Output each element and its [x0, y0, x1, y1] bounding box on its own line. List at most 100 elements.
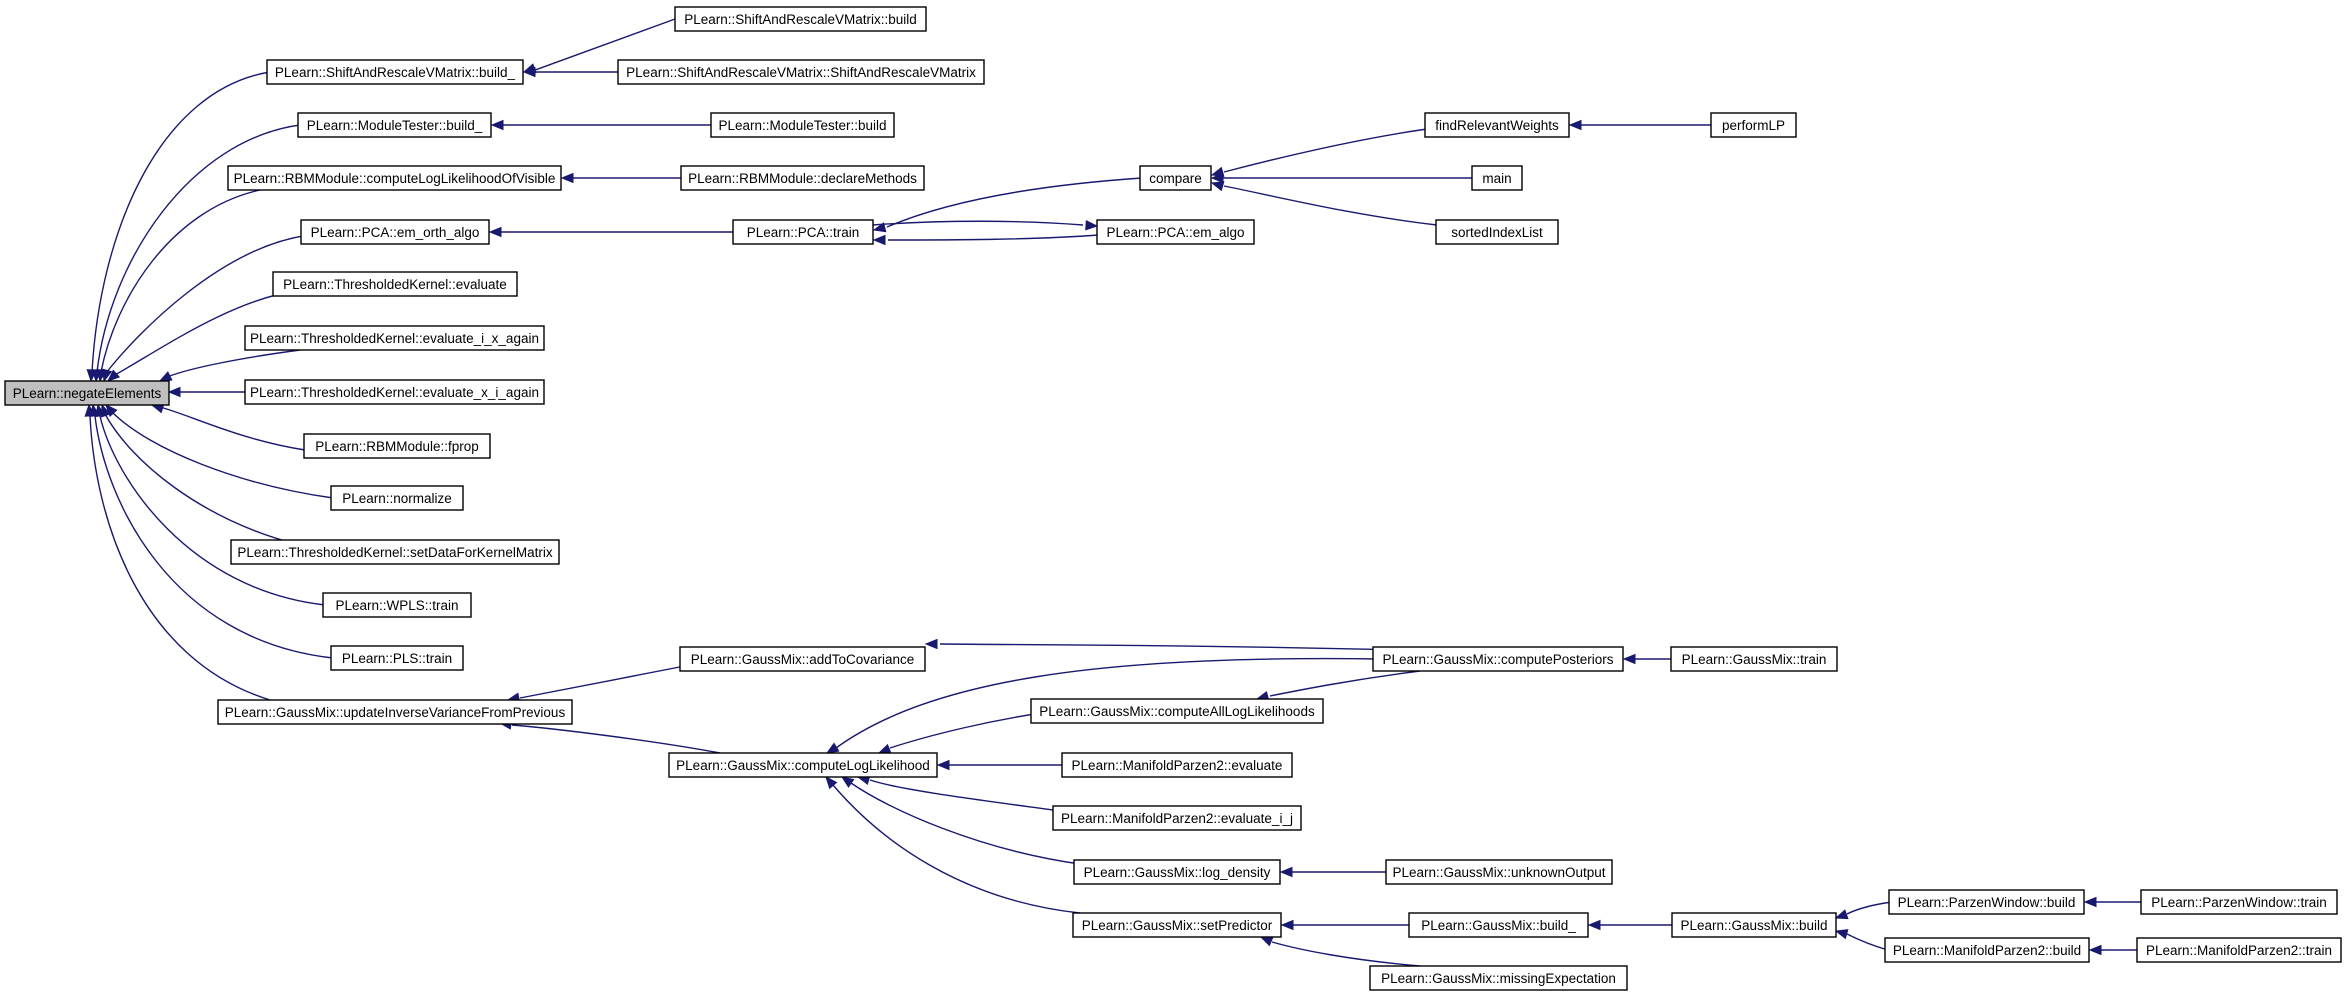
node-gm_comppost[interactable]: PLearn::GaussMix::computePosteriors — [1372, 646, 1624, 672]
edge-line — [511, 724, 721, 754]
edge-line — [94, 415, 334, 659]
node-mp2_build[interactable]: PLearn::ManifoldParzen2::build — [1884, 937, 2090, 963]
node-mt_build_[interactable]: PLearn::ModuleTester::build_ — [297, 112, 492, 138]
edge-line — [835, 657, 1381, 749]
node-label: PLearn::GaussMix::build_ — [1421, 918, 1576, 933]
edge-pca_emortho-to-negateElements — [102, 235, 304, 383]
node-pca_emortho[interactable]: PLearn::PCA::em_orth_algo — [300, 219, 490, 245]
node-label: PLearn::ThresholdedKernel::evaluate_x_i_… — [250, 385, 539, 400]
node-mp2_eval[interactable]: PLearn::ManifoldParzen2::evaluate — [1061, 752, 1293, 778]
node-normalize[interactable]: PLearn::normalize — [330, 485, 464, 511]
edge-arrowhead — [936, 759, 950, 771]
edge-arrowhead — [1834, 909, 1849, 920]
edge-gm_comppost-to-gm_addcov — [924, 638, 1401, 651]
node-label: PLearn::GaussMix::setPredictor — [1082, 918, 1273, 933]
node-label: PLearn::ParzenWindow::train — [2151, 895, 2327, 910]
edge-arrowhead — [1568, 119, 1582, 131]
node-box — [266, 59, 524, 85]
node-mp2_train[interactable]: PLearn::ManifoldParzen2::train — [2136, 937, 2342, 963]
edge-pca_train-to-pca_emortho — [488, 226, 733, 238]
edge-line — [1846, 933, 1889, 951]
node-findRel[interactable]: findRelevantWeights — [1424, 112, 1570, 138]
node-tk_setdata[interactable]: PLearn::ThresholdedKernel::setDataForKer… — [230, 539, 560, 565]
edge-line — [886, 177, 1143, 228]
node-sarv_ctor[interactable]: PLearn::ShiftAndRescaleVMatrix::ShiftAnd… — [617, 59, 985, 85]
edge-arrowhead — [1622, 653, 1636, 665]
node-mt_build[interactable]: PLearn::ModuleTester::build — [710, 112, 895, 138]
node-box — [680, 165, 925, 191]
node-label: PLearn::PCA::em_algo — [1106, 225, 1244, 240]
edge-arrowhead — [877, 743, 892, 754]
edge-gm_logdens-to-gm_cll — [840, 776, 1081, 865]
node-label: PLearn::ShiftAndRescaleVMatrix::build_ — [275, 65, 516, 80]
node-pw_build[interactable]: PLearn::ParzenWindow::build — [1888, 889, 2085, 915]
edge-gm_build_-to-gm_setpred — [1280, 919, 1409, 931]
edge-mp2_build-to-gm_build — [1834, 929, 1889, 951]
node-gm_unknown[interactable]: PLearn::GaussMix::unknownOutput — [1385, 859, 1613, 885]
node-gm_call[interactable]: PLearn::GaussMix::computeAllLogLikelihoo… — [1030, 698, 1324, 724]
node-sarv_build[interactable]: PLearn::ShiftAndRescaleVMatrix::build — [674, 6, 927, 32]
edge-arrowhead — [560, 172, 574, 184]
node-label: PLearn::ParzenWindow::build — [1898, 895, 2076, 910]
edge-line — [166, 349, 301, 378]
node-label: main — [1482, 171, 1511, 186]
node-box — [2140, 889, 2338, 915]
node-box — [330, 485, 464, 511]
node-pca_em[interactable]: PLearn::PCA::em_algo — [1096, 219, 1255, 245]
edge-arrowhead — [1085, 220, 1099, 231]
node-pls_train[interactable]: PLearn::PLS::train — [330, 645, 464, 671]
node-mp2_eval_ij[interactable]: PLearn::ManifoldParzen2::evaluate_i_j — [1052, 805, 1302, 831]
edge-mt_build-to-mt_build_ — [490, 119, 711, 131]
node-box — [300, 219, 490, 245]
edge-pca_train-to-pca_em — [872, 220, 1099, 231]
node-performLP[interactable]: performLP — [1710, 112, 1797, 138]
node-gm_train[interactable]: PLearn::GaussMix::train — [1670, 646, 1838, 672]
node-pw_train[interactable]: PLearn::ParzenWindow::train — [2140, 889, 2338, 915]
node-tk_eval_xi[interactable]: PLearn::ThresholdedKernel::evaluate_x_i_… — [244, 379, 545, 405]
edge-performLP-to-findRel — [1568, 119, 1711, 131]
node-sarv_build_[interactable]: PLearn::ShiftAndRescaleVMatrix::build_ — [266, 59, 524, 85]
node-gm_build[interactable]: PLearn::GaussMix::build — [1671, 912, 1837, 938]
node-label: findRelevantWeights — [1435, 118, 1559, 133]
node-gm_setpred[interactable]: PLearn::GaussMix::setPredictor — [1072, 912, 1282, 938]
edge-mp2_eval-to-gm_cll — [936, 759, 1062, 771]
edge-arrowhead — [924, 638, 938, 650]
node-label: PLearn::ThresholdedKernel::evaluate — [283, 277, 507, 292]
edge-gm_unknown-to-gm_logdens — [1279, 866, 1386, 878]
edge-tk_eval_xi-to-negateElements — [167, 386, 245, 398]
node-box — [272, 271, 518, 297]
node-gm_build_[interactable]: PLearn::GaussMix::build_ — [1408, 912, 1589, 938]
edge-line — [105, 235, 304, 374]
node-label: PLearn::PLS::train — [342, 651, 452, 666]
node-gm_missexp[interactable]: PLearn::GaussMix::missingExpectation — [1369, 965, 1628, 991]
node-wpls_train[interactable]: PLearn::WPLS::train — [322, 592, 472, 618]
node-pca_train[interactable]: PLearn::PCA::train — [732, 219, 874, 245]
edge-line — [872, 220, 1084, 226]
node-negateElements[interactable]: PLearn::negateElements — [4, 380, 170, 406]
node-box — [1030, 698, 1324, 724]
node-gm_addcov[interactable]: PLearn::GaussMix::addToCovariance — [679, 646, 926, 672]
node-gm_cll[interactable]: PLearn::GaussMix::computeLogLikelihood — [668, 752, 938, 778]
node-sortedIdx[interactable]: sortedIndexList — [1435, 219, 1559, 245]
edge-line — [850, 782, 1081, 865]
node-box — [617, 59, 985, 85]
node-gm_uivfp[interactable]: PLearn::GaussMix::updateInverseVarianceF… — [217, 699, 573, 725]
node-label: PLearn::ModuleTester::build_ — [307, 118, 483, 133]
node-gm_logdens[interactable]: PLearn::GaussMix::log_density — [1073, 859, 1281, 885]
node-label: PLearn::WPLS::train — [335, 598, 458, 613]
node-box — [1096, 219, 1255, 245]
node-rbm_fprop[interactable]: PLearn::RBMModule::fprop — [303, 433, 491, 459]
edge-rbm_fprop-to-negateElements — [150, 403, 306, 451]
edge-arrowhead — [2083, 896, 2097, 908]
node-rbm_cllv[interactable]: PLearn::RBMModule::computeLogLikelihoodO… — [227, 165, 562, 191]
node-tk_eval[interactable]: PLearn::ThresholdedKernel::evaluate — [272, 271, 518, 297]
edge-mp2_eval_ij-to-gm_cll — [856, 774, 1061, 812]
node-main[interactable]: main — [1471, 165, 1523, 191]
node-tk_eval_ix[interactable]: PLearn::ThresholdedKernel::evaluate_i_x_… — [244, 325, 545, 351]
node-compare[interactable]: compare — [1139, 165, 1212, 191]
edge-line — [533, 18, 676, 72]
node-rbm_declare[interactable]: PLearn::RBMModule::declareMethods — [680, 165, 925, 191]
edge-line — [1271, 941, 1421, 967]
edge-line — [96, 124, 301, 373]
